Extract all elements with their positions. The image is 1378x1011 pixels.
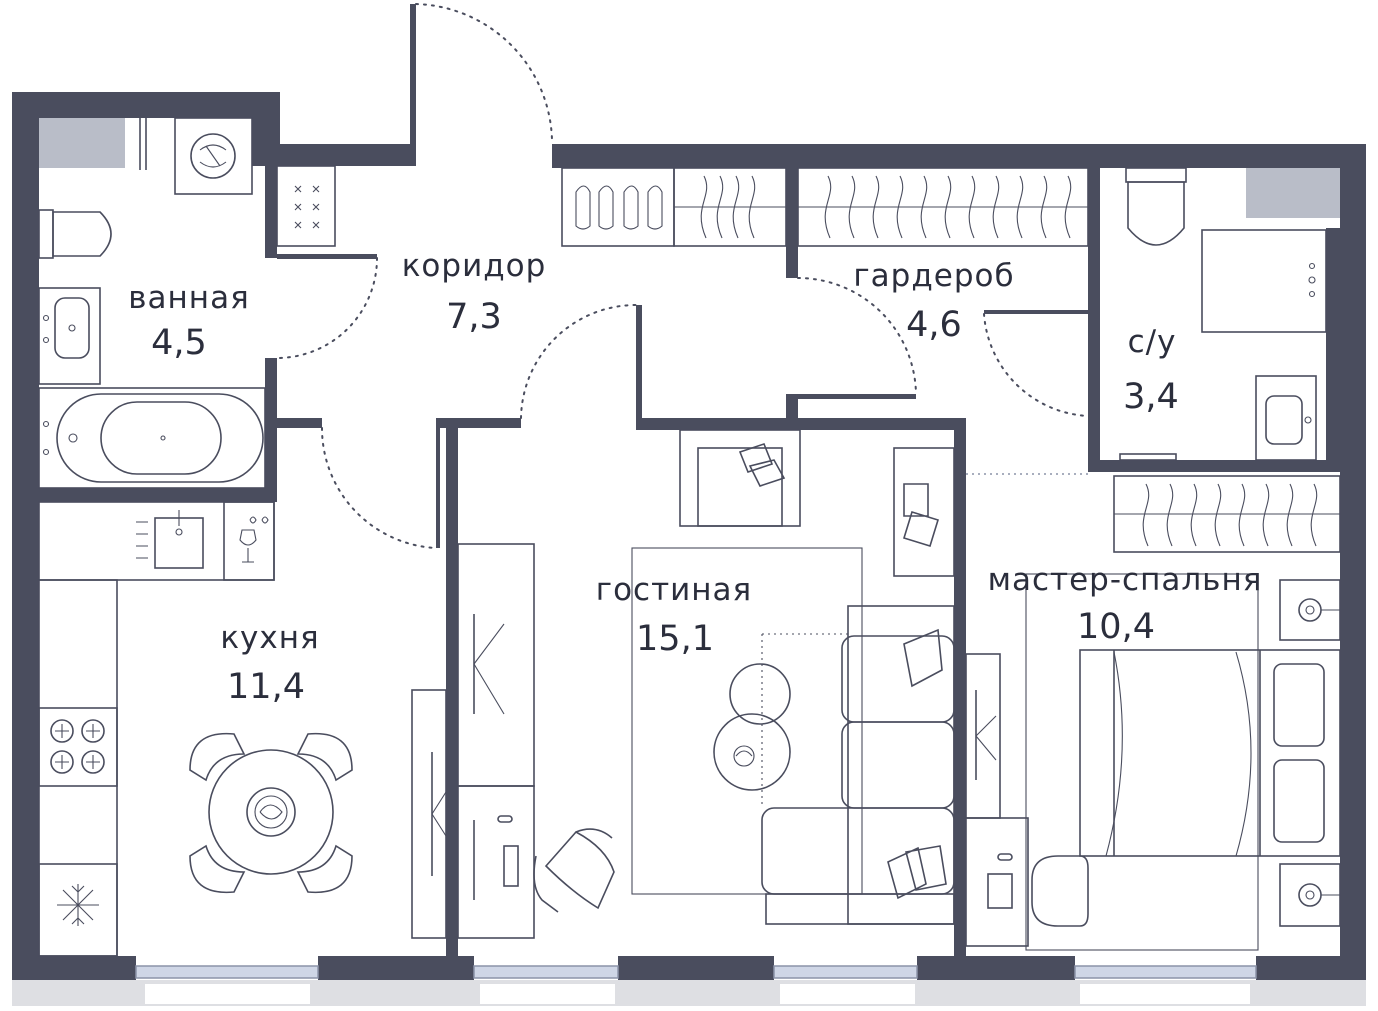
room-label-master: мастер-спальня 10,4 (988, 562, 1263, 647)
bed-icon (1079, 649, 1341, 857)
room-area: 4,5 (151, 323, 207, 363)
hanger-icon (673, 167, 787, 247)
tv-stand-icon (411, 689, 447, 939)
room-name: кухня (220, 620, 319, 656)
room-area: 15,1 (636, 619, 714, 659)
bedroom-carpet (1025, 573, 1259, 951)
fridge-icon (38, 863, 118, 957)
vent-shaft-left (39, 118, 125, 168)
room-name: ванная (128, 280, 249, 316)
coffee-table-icon (713, 663, 791, 791)
dishwasher-icon (223, 501, 275, 581)
room-label-corridor: коридор 7,3 (402, 248, 547, 337)
room-area: 3,4 (1123, 377, 1179, 417)
room-name: мастер-спальня (988, 562, 1263, 598)
vanity-desk-icon (965, 817, 1089, 947)
wardrobe-rail-icon (797, 167, 1089, 247)
door-swings (276, 3, 1089, 549)
windows (135, 965, 1257, 979)
room-name: с/у (1128, 324, 1177, 360)
carpet (631, 547, 863, 895)
walls (12, 4, 1366, 980)
room-area: 4,6 (906, 305, 962, 345)
armchair-icon (679, 429, 801, 527)
room-area: 11,4 (227, 667, 305, 707)
bedside-table-icon (1279, 579, 1341, 927)
shoe-rack-icon (276, 165, 336, 247)
room-label-living: гостиная 15,1 (596, 572, 752, 659)
bedroom-tv-icon (965, 653, 1001, 819)
side-table-icon (893, 447, 955, 577)
sink-icon (38, 287, 101, 385)
shoes-icon (561, 167, 675, 247)
washing-machine-icon (174, 117, 253, 195)
room-area: 7,3 (446, 297, 502, 337)
tv-icon (457, 543, 535, 787)
room-label-wc: с/у 3,4 (1123, 324, 1179, 417)
bathtub-icon (38, 387, 266, 489)
office-chair-icon (533, 828, 615, 913)
room-name: гардероб (853, 258, 1014, 294)
room-name: коридор (402, 248, 547, 284)
vent-shaft-right (1246, 168, 1340, 218)
room-label-wardrobe: гардероб 4,6 (853, 258, 1014, 345)
room-label-kitchen: кухня 11,4 (220, 620, 319, 707)
stove-icon (38, 707, 118, 787)
wc-sink-icon (1255, 375, 1317, 461)
master-wardrobe-icon (1113, 475, 1341, 553)
shower-icon (1201, 229, 1327, 333)
room-area: 10,4 (1077, 607, 1155, 647)
dining-table-icon (189, 732, 353, 894)
wc-toilet-icon (1125, 167, 1187, 246)
desk-icon (457, 785, 535, 939)
room-label-bathroom: ванная 4,5 (128, 280, 249, 363)
sofa-icon (761, 605, 955, 925)
toilet-icon (38, 209, 112, 259)
kitchen-sink-icon (136, 510, 204, 569)
room-name: гостиная (596, 572, 752, 608)
